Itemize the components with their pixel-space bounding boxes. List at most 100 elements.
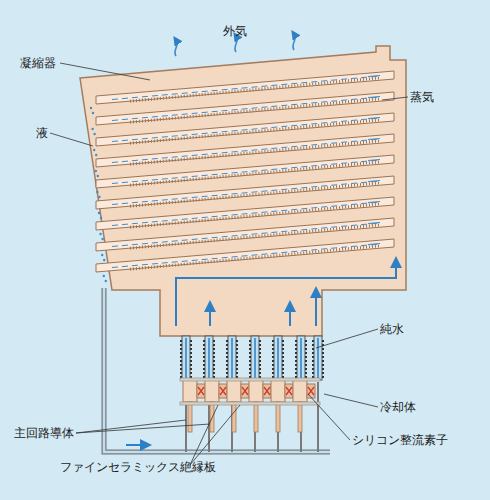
- drop: [99, 233, 101, 235]
- vapor-flow: [176, 262, 396, 326]
- drop: [93, 149, 95, 151]
- flow-arrow: [126, 444, 146, 446]
- drop: [101, 254, 103, 256]
- part-label: 冷却体: [380, 400, 416, 414]
- bellows-hose: [205, 336, 213, 380]
- part-label: 純水: [380, 322, 404, 336]
- drop: [98, 196, 100, 198]
- vapor-line: [368, 118, 380, 119]
- water-pipe: [317, 382, 319, 452]
- insulator-plate: [180, 378, 320, 381]
- condenser-tank: [80, 46, 406, 336]
- drop: [92, 112, 94, 114]
- vapor-line: [368, 181, 380, 182]
- part-label: 外気: [223, 24, 247, 38]
- drop: [91, 128, 93, 130]
- part-label: 主回路導体: [14, 426, 74, 440]
- silicon-element: [197, 384, 205, 398]
- vapor-line: [368, 202, 380, 203]
- main-conductor: [298, 402, 302, 432]
- pure-water: [300, 338, 302, 378]
- drop: [96, 191, 98, 193]
- element-mark: [264, 387, 270, 395]
- part-label: 蒸気: [410, 90, 434, 104]
- bellows-hose: [182, 336, 190, 380]
- vapor-line: [112, 202, 380, 226]
- pure-water: [185, 338, 187, 378]
- leader-line: [60, 63, 150, 80]
- vapor-line: [368, 139, 380, 140]
- drop: [100, 217, 102, 219]
- silicon-element: [307, 384, 315, 398]
- element-mark: [220, 387, 226, 395]
- silicon-element: [219, 384, 227, 398]
- drop: [97, 175, 99, 177]
- liquid-drops: [90, 107, 107, 282]
- vapor-line: [112, 223, 380, 247]
- pure-water: [254, 338, 256, 378]
- cooling-block: [249, 380, 263, 402]
- leader-line: [50, 133, 93, 146]
- leader-line: [190, 405, 240, 465]
- drop: [101, 238, 103, 240]
- part-label: 液: [36, 126, 48, 140]
- vapor-line: [112, 139, 380, 163]
- main-conductor: [188, 402, 192, 432]
- element-mark: [198, 387, 204, 395]
- rectifier-stack: [180, 336, 323, 452]
- silicon-element: [285, 384, 293, 398]
- leader-line: [382, 97, 408, 100]
- part-label: 凝縮器: [20, 56, 56, 70]
- vapor-line: [112, 160, 380, 184]
- bellows-hose: [274, 336, 282, 380]
- drop: [95, 170, 97, 172]
- element-mark: [242, 387, 248, 395]
- leader-line: [308, 394, 350, 440]
- cooling-block: [271, 380, 285, 402]
- vapor-line: [368, 160, 380, 161]
- pure-water: [277, 338, 279, 378]
- leader-line: [324, 394, 378, 407]
- pure-water: [317, 338, 319, 378]
- vapor-line: [112, 181, 380, 205]
- part-label: シリコン整流素子: [352, 433, 448, 447]
- vapor-line: [368, 223, 380, 224]
- bellows-hose: [297, 336, 305, 380]
- insulator-plate: [180, 402, 320, 405]
- drop: [103, 275, 105, 277]
- leader-line: [316, 329, 378, 348]
- cooling-block: [227, 380, 241, 402]
- element-mark: [308, 387, 314, 395]
- tube-fins: [130, 246, 380, 269]
- vapor-line: [112, 76, 380, 100]
- cooling-block: [205, 380, 219, 402]
- drop: [93, 133, 95, 135]
- cooling-block: [183, 380, 197, 402]
- drop: [95, 154, 97, 156]
- vapor-line: [368, 244, 380, 245]
- leader-line: [190, 405, 218, 465]
- silicon-element: [241, 384, 249, 398]
- main-conductor: [276, 402, 280, 432]
- condenser-tubes: [96, 71, 394, 272]
- vapor-line: [112, 118, 380, 142]
- drop: [90, 107, 92, 109]
- vapor-line: [368, 76, 380, 77]
- drop: [105, 280, 107, 282]
- bellows-hose: [228, 336, 236, 380]
- part-label: ファインセラミックス絶縁板: [60, 460, 216, 474]
- bellows-hose: [251, 336, 259, 380]
- main-conductor: [232, 402, 236, 432]
- main-conductor: [254, 402, 258, 432]
- leader-line: [76, 424, 210, 433]
- pure-water: [231, 338, 233, 378]
- drop: [98, 212, 100, 214]
- vapor-line: [112, 97, 380, 121]
- element-mark: [286, 387, 292, 395]
- tube: [96, 239, 394, 272]
- drop: [103, 259, 105, 261]
- bellows-hose: [314, 336, 322, 380]
- vapor-line: [112, 244, 380, 268]
- cooling-block: [293, 380, 307, 402]
